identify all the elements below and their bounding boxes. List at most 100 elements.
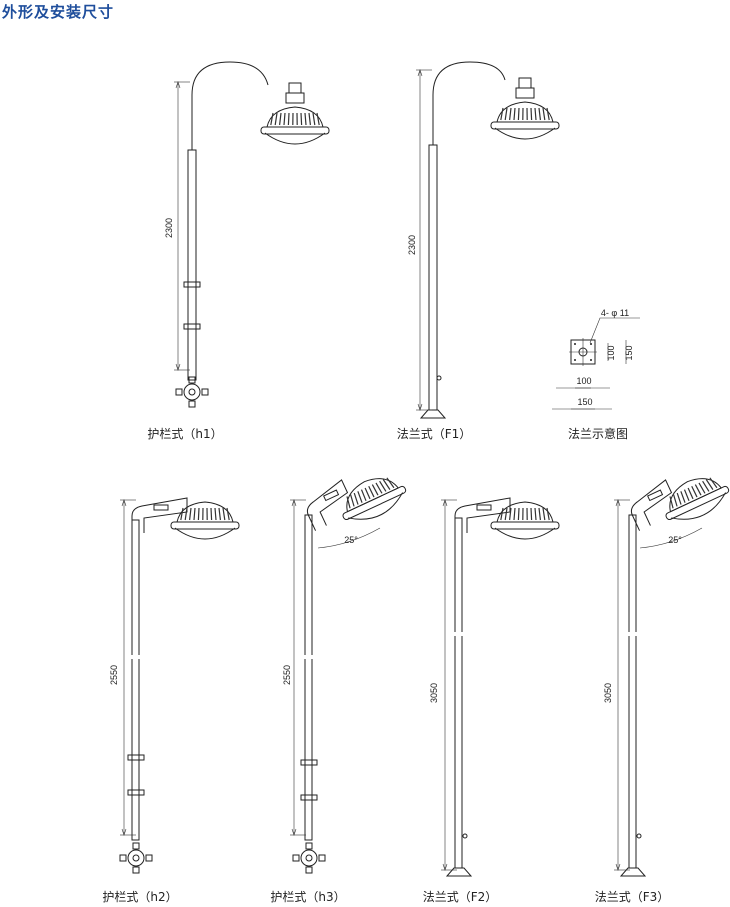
heatsink-fin — [538, 107, 541, 121]
arm — [131, 497, 188, 533]
heatsink-fin — [546, 107, 550, 121]
lamp-neck — [518, 77, 532, 89]
junction-box-port — [119, 854, 127, 862]
heatsink-fin — [500, 107, 504, 121]
heatsink-fin — [368, 486, 375, 498]
flange-base — [445, 867, 473, 877]
arm — [630, 479, 673, 531]
pole — [187, 149, 197, 381]
gooseneck — [432, 61, 506, 145]
lamp-heatsink — [176, 501, 234, 523]
lamp-head — [665, 477, 730, 521]
bolt-hole — [590, 343, 592, 345]
heatsink-fin — [530, 107, 533, 121]
heatsink-fin — [371, 484, 379, 496]
heatsink-fin — [546, 507, 550, 521]
heatsink-fin — [669, 496, 674, 509]
lamp-lens — [174, 527, 236, 540]
heatsink-fin — [360, 489, 367, 502]
flange-base — [619, 867, 647, 877]
dim-f1: 2300 — [407, 235, 417, 255]
heatsink-fin — [691, 486, 698, 498]
lamp-cap — [515, 87, 535, 99]
heatsink-fin — [509, 507, 512, 521]
heatsink-fin — [379, 480, 387, 492]
pole-break — [304, 655, 313, 659]
heatsink-fin — [673, 494, 678, 507]
heatsink-fin — [705, 479, 714, 490]
lamp-heatsink — [669, 478, 722, 513]
bolt-hole — [590, 359, 592, 361]
heatsink-fin — [702, 480, 710, 492]
ground-screw — [462, 833, 468, 839]
lamp-heatsink — [496, 501, 554, 523]
lamp-rim — [490, 521, 560, 530]
lamp-neck — [288, 82, 302, 94]
clamp — [127, 754, 145, 761]
arm-slot — [476, 504, 492, 511]
junction-box — [292, 842, 326, 874]
label-h1: 护栏式（h1） — [147, 426, 222, 441]
heatsink-fin — [517, 107, 520, 121]
flange-inner-v: 100 — [606, 345, 616, 360]
label-h3: 护栏式（h3） — [270, 889, 345, 904]
junction-box — [175, 376, 209, 408]
heatsink-fin — [683, 489, 690, 502]
lamp-lens — [671, 492, 727, 520]
heatsink-fin — [312, 112, 316, 126]
heatsink-fin — [542, 507, 546, 521]
junction-box-port — [305, 842, 313, 850]
arm-slot — [647, 489, 664, 502]
dim-h1: 2300 — [164, 218, 174, 238]
pole — [428, 144, 438, 411]
heatsink-fin — [274, 112, 278, 126]
heatsink-fin — [316, 112, 320, 126]
label-h2: 护栏式（h2） — [102, 889, 177, 904]
heatsink-fin — [197, 507, 200, 521]
lamp-head — [490, 501, 560, 540]
heatsink-fin — [694, 484, 702, 496]
lamp-bracket — [306, 479, 349, 531]
junction-box-cap — [132, 854, 140, 862]
junction-box-port — [175, 388, 183, 396]
lamp-head — [170, 501, 240, 540]
heatsink-fin — [180, 507, 184, 521]
heatsink-fin — [350, 494, 355, 507]
lamp-bracket — [131, 497, 188, 533]
heatsink-fin — [504, 507, 508, 521]
pole-break — [454, 632, 463, 636]
gooseneck — [191, 61, 269, 150]
pole-break — [628, 632, 637, 636]
heatsink-fin — [676, 492, 682, 505]
angle-h3: 25° — [344, 535, 358, 545]
junction-box-port — [145, 854, 153, 862]
junction-box-port — [188, 400, 196, 408]
lamp-heatsink — [266, 106, 324, 128]
clamp — [300, 794, 318, 801]
heatsink-fin — [218, 507, 221, 521]
heatsink-fin — [226, 507, 230, 521]
angle-arc — [639, 527, 703, 549]
heatsink-fin — [308, 112, 311, 126]
heatsink-fin — [386, 477, 395, 489]
lamp-heatsink — [496, 101, 554, 123]
heatsink-fin — [509, 107, 512, 121]
lamp-bracket — [454, 497, 511, 533]
heatsink-fin — [364, 487, 371, 500]
leader-line — [589, 317, 640, 344]
arm — [306, 479, 349, 531]
junction-box-port — [132, 842, 140, 850]
heatsink-fin — [270, 112, 274, 126]
junction-box-body — [183, 383, 201, 401]
arm-slot — [323, 489, 340, 502]
junction-box-port — [318, 854, 326, 862]
junction-box-body — [127, 849, 145, 867]
heatsink-fin — [534, 107, 537, 121]
pole — [304, 514, 313, 841]
flange-base — [419, 409, 447, 419]
clamp — [127, 789, 145, 796]
pole — [454, 517, 463, 869]
clamp — [183, 323, 201, 330]
bolt-hole — [574, 359, 576, 361]
heatsink-fin — [184, 507, 188, 521]
